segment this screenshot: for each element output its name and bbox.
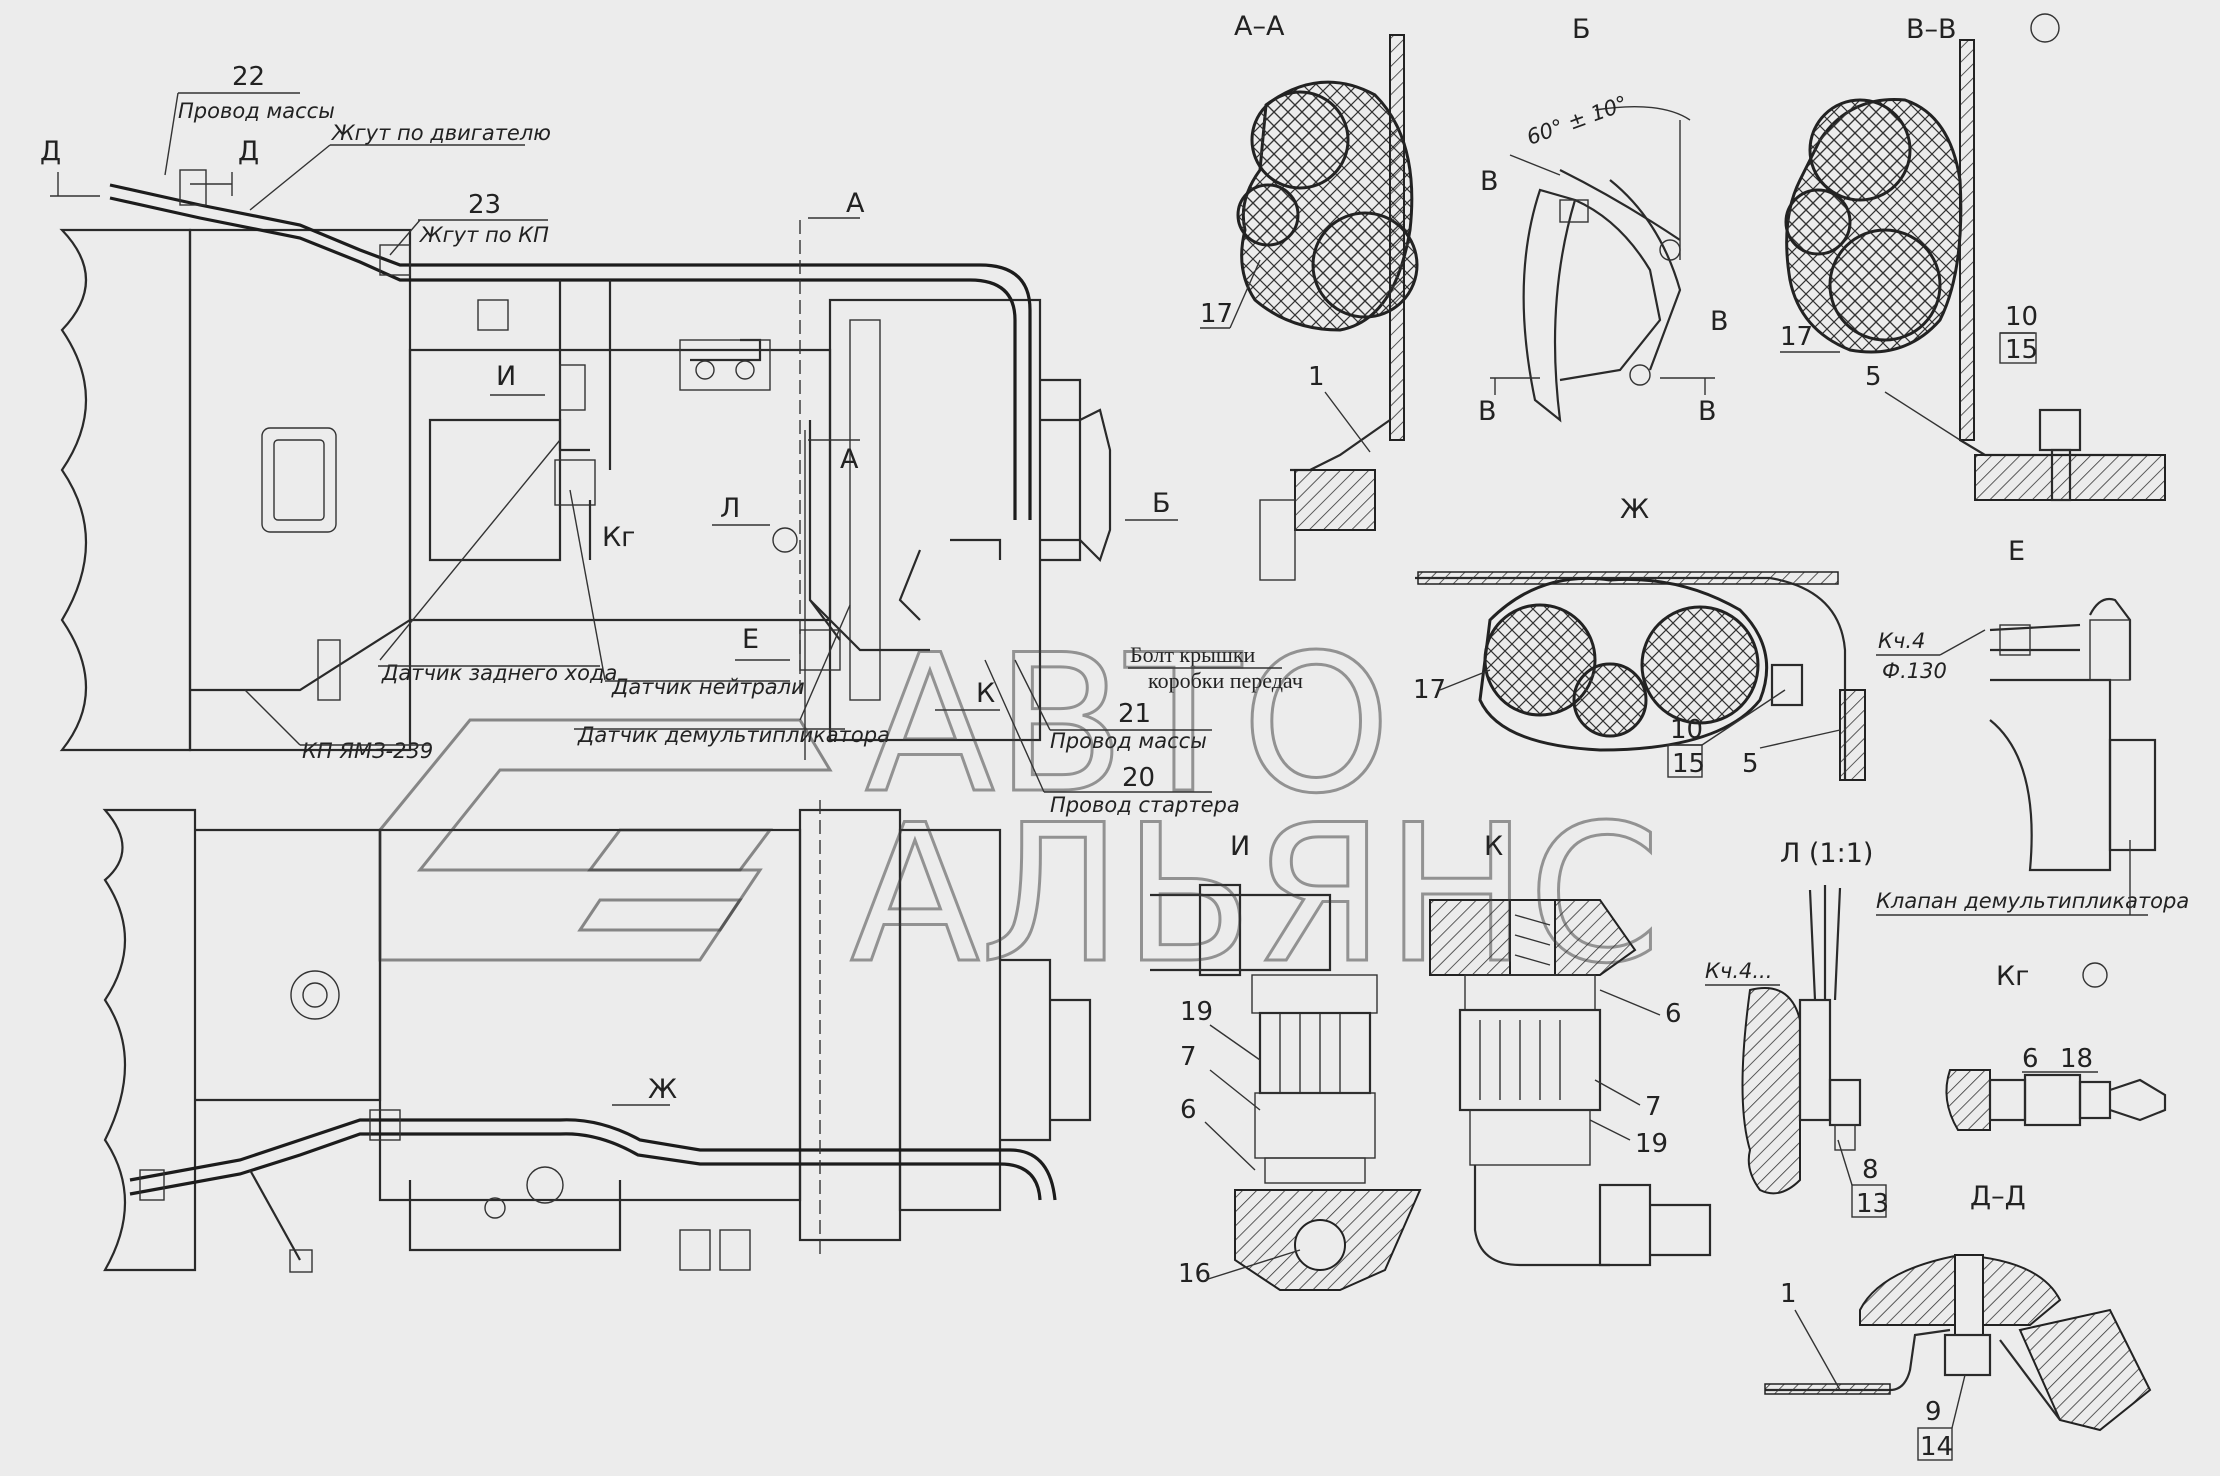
section-d-d: Д–Д 1 9 14 [1764,1181,2152,1462]
label-bolt-cover-1: Болт крышки [1130,642,1256,667]
callout-9: 9 [1925,1397,1942,1427]
label-bolt-cover-2: коробки передач [1148,668,1303,693]
section-b: Б 60° ± 10° В В В В [1478,14,1729,427]
section-title-i: И [1230,831,1250,862]
section-marker-v-3: В [1478,396,1497,427]
section-title-vv: В–В [1906,14,1957,45]
view-marker-zh: Ж [648,1074,677,1105]
callout-7-k: 7 [1645,1092,1662,1122]
view-marker-d-right: Д [238,136,259,167]
callout-5-zh: 5 [1742,749,1759,779]
label-gearbox-harness: Жгут по КП [418,223,549,247]
callout-19-i: 19 [1180,997,1213,1027]
callout-13: 13 [1856,1189,1889,1219]
view-marker-a-mid: А [840,444,859,475]
section-title-e: Е [2008,536,2025,567]
callout-23: 23 [468,190,501,220]
callout-10-vv: 10 [2005,302,2038,332]
callout-8: 8 [1862,1155,1879,1185]
watermark-line-1: АВТО [865,614,1391,835]
callout-14: 14 [1920,1432,1953,1462]
section-title-dd: Д–Д [1970,1181,2026,1212]
view-marker-l: Л [720,493,740,524]
section-v-v: В–В 17 5 10 15 [1780,13,2166,502]
callout-1-aa: 1 [1308,362,1325,392]
label-f130: Ф.130 [1882,659,1947,683]
callout-19-k: 19 [1635,1129,1668,1159]
callout-7-i: 7 [1180,1042,1197,1072]
callout-17-vv: 17 [1780,322,1813,352]
section-title-b: Б [1572,14,1591,45]
label-kch4-e: Кч.4 [1878,629,1925,653]
view-marker-d-left: Д [40,136,61,167]
view-marker-e: Е [742,624,759,655]
label-reverse-sensor: Датчик заднего хода [381,661,617,685]
section-title-kg: Кг [1996,961,2029,992]
section-a-a: А–А 17 1 [1200,11,1419,581]
section-kg: Кг 6 18 [1945,961,2167,1131]
section-title-k: К [1484,831,1503,862]
angle-label: 60° ± 10° [1524,91,1631,150]
section-title-aa: А–А [1234,11,1285,42]
callout-15-zh: 15 [1672,749,1705,779]
callout-6-k: 6 [1665,999,1682,1029]
view-marker-k: К [976,678,995,709]
callout-18: 18 [2060,1044,2093,1074]
gearbox-top-view [59,169,1112,760]
callout-5-vv: 5 [1865,362,1882,392]
section-l: Л (1:1) Кч.4... 8 13 [1705,838,1889,1219]
callout-1-dd: 1 [1780,1279,1797,1309]
view-marker-b: Б [1152,488,1171,519]
watermark-line-2: АЛЬЯНС [850,784,1661,1005]
label-ground-wire-top: Провод массы [178,99,335,123]
view-marker-a-top: А [846,188,865,219]
section-marker-v-4: В [1698,396,1717,427]
callout-16: 16 [1178,1259,1211,1289]
callout-6-kg: 6 [2022,1044,2039,1074]
callout-10-zh: 10 [1670,715,1703,745]
callout-21: 21 [1118,699,1151,729]
section-title-l: Л (1:1) [1780,838,1873,869]
section-e: Е Кч.4 Ф.130 Клапан демультипликатора [1876,536,2189,916]
callout-22: 22 [232,62,265,92]
view-marker-i: И [496,361,516,392]
section-zh: Ж 17 10 15 5 [1413,494,1866,781]
section-marker-v-2: В [1710,306,1729,337]
section-marker-v-1: В [1480,166,1499,197]
label-neutral-sensor: Датчик нейтрали [611,675,805,699]
label-splitter-sensor: Датчик демультипликатора [577,723,890,747]
section-k: К 6 7 19 [1429,831,1712,1267]
section-i: И 19 7 6 16 [1150,831,1422,1291]
label-starter-wire: Провод стартера [1050,793,1240,817]
label-splitter-valve: Клапан демультипликатора [1876,889,2189,913]
label-engine-harness: Жгут по двигателю [330,121,551,145]
callout-15-vv: 15 [2005,335,2038,365]
callout-20: 20 [1122,763,1155,793]
gearbox-bottom-view [102,800,1092,1273]
label-ground-wire: Провод массы [1050,729,1207,753]
callout-6-i: 6 [1180,1095,1197,1125]
watermark: АВТО АЛЬЯНС [378,613,1662,1007]
view-marker-kg: Кг [602,522,635,553]
callout-17-aa: 17 [1200,299,1233,329]
section-title-zh: Ж [1620,494,1649,525]
label-kch4-l: Кч.4... [1705,959,1772,983]
label-gearbox-model: КП ЯМЗ-239 [302,739,433,763]
